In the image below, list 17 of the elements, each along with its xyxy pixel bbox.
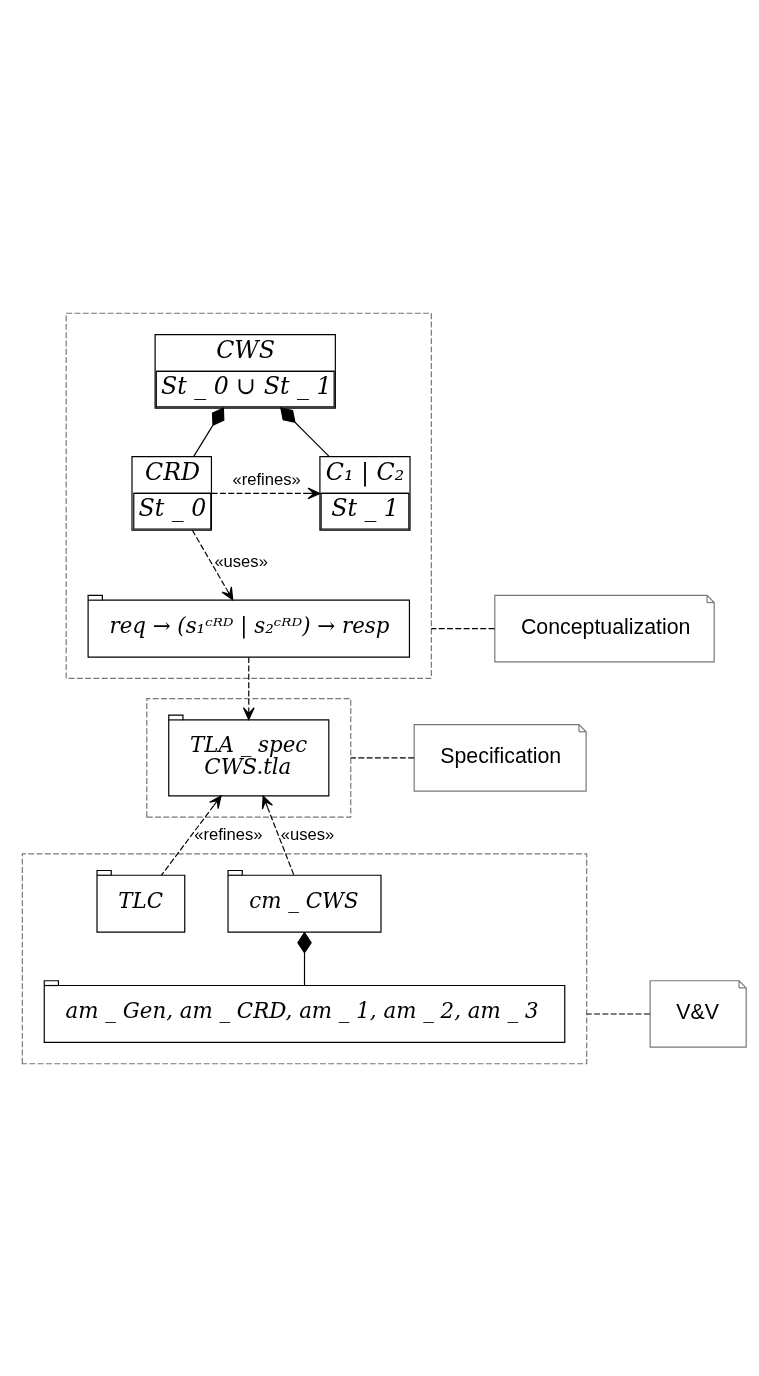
arrow — [160, 794, 222, 876]
connector — [430, 627, 496, 629]
arrow — [211, 487, 321, 499]
connector — [193, 406, 225, 457]
arrow — [191, 529, 234, 600]
cluster — [146, 697, 352, 818]
connector — [280, 406, 330, 457]
arrow — [261, 794, 295, 876]
connector — [297, 931, 312, 986]
cluster — [65, 312, 432, 679]
edge-label: «refines» — [194, 824, 263, 844]
edge-label: «uses» — [214, 551, 268, 571]
edge-label: «uses» — [280, 824, 335, 844]
arrow — [242, 656, 255, 720]
edge-label: «refines» — [232, 469, 301, 489]
connector — [350, 756, 415, 758]
cluster — [21, 852, 588, 1064]
